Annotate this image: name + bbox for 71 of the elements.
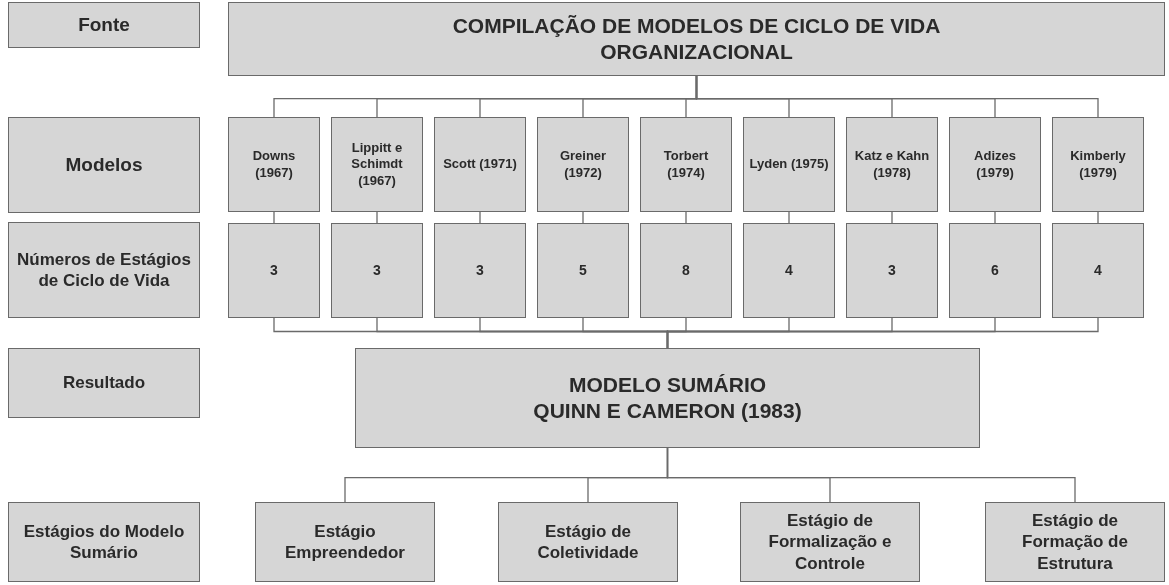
box-text: Katz e Kahn (1978): [853, 148, 931, 181]
connector-line: [891, 211, 893, 224]
box-text: Modelos: [65, 153, 143, 177]
stage-box: [985, 502, 1165, 582]
stage-box: [740, 502, 920, 582]
box-text: Downs (1967): [251, 148, 297, 181]
row-label: [8, 222, 200, 318]
box-text: Lippitt e Schimdt (1967): [350, 140, 404, 189]
box-text: Estágio de Formalização e Controle: [767, 510, 893, 574]
model-box: [331, 117, 423, 212]
title-box: [355, 348, 980, 448]
box-text: Estágios do Modelo Sumário: [22, 520, 186, 564]
box-text: Estágio Empreendedor: [284, 520, 406, 564]
box-text: Lyden (1975): [749, 156, 829, 173]
connector-line: [788, 211, 790, 224]
box-text: Kimberly (1979): [1069, 148, 1127, 181]
stage-count-box: [1052, 223, 1144, 318]
connector-line: [994, 211, 996, 224]
model-box: [949, 117, 1041, 212]
box-text: Adizes (1979): [973, 148, 1017, 181]
stage-count-box: [331, 223, 423, 318]
model-box: [228, 117, 320, 212]
stage-count-box: [228, 223, 320, 318]
box-text: Resultado: [62, 372, 146, 394]
row-label: [8, 348, 200, 418]
row-label: [8, 2, 200, 48]
model-box: [743, 117, 835, 212]
stage-count-box: [949, 223, 1041, 318]
box-text: 3: [270, 261, 278, 280]
title-box: [228, 2, 1165, 76]
stage-count-box: [537, 223, 629, 318]
stage-count-box: [846, 223, 938, 318]
box-text: Estágio de Formação de Estrutura: [1021, 510, 1129, 574]
box-text: COMPILAÇÃO DE MODELOS DE CICLO DE VIDA ORGANIZACIONAL: [451, 12, 942, 65]
box-text: 5: [579, 261, 587, 280]
row-label: [8, 502, 200, 582]
model-box: [846, 117, 938, 212]
box-text: Fonte: [78, 13, 130, 37]
connector-line: [582, 211, 584, 224]
box-text: Estágio de Coletividade: [536, 520, 640, 564]
box-text: 3: [888, 261, 896, 280]
box-text: 3: [373, 261, 381, 280]
box-text: 4: [1094, 261, 1102, 280]
box-text: QUINN E CAMERON (1983): [533, 398, 802, 424]
connector-line: [479, 211, 481, 224]
model-box: [1052, 117, 1144, 212]
stage-count-box: [434, 223, 526, 318]
stage-count-box: [743, 223, 835, 318]
box-text: 3: [476, 261, 484, 280]
box-text: Números de Estágios de Ciclo de Vida: [16, 248, 192, 292]
connector-line: [666, 317, 1099, 349]
box-text: Scott (1971): [443, 156, 517, 173]
connector-line: [1097, 211, 1099, 224]
stage-box: [255, 502, 435, 582]
stage-box: [498, 502, 678, 582]
model-box: [640, 117, 732, 212]
stage-count-box: [640, 223, 732, 318]
box-text: Torbert (1974): [662, 148, 710, 181]
box-text: 4: [785, 261, 793, 280]
box-text: MODELO SUMÁRIO: [568, 371, 767, 398]
connector-line: [376, 211, 378, 224]
connector-line: [695, 75, 1099, 118]
model-box: [434, 117, 526, 212]
row-label: [8, 117, 200, 213]
box-text: 8: [682, 261, 690, 280]
box-text: 6: [991, 261, 999, 280]
connector-line: [273, 211, 275, 224]
connector-line: [666, 447, 1076, 503]
connector-line: [685, 211, 687, 224]
box-text: Greiner (1972): [558, 148, 608, 181]
model-box: [537, 117, 629, 212]
